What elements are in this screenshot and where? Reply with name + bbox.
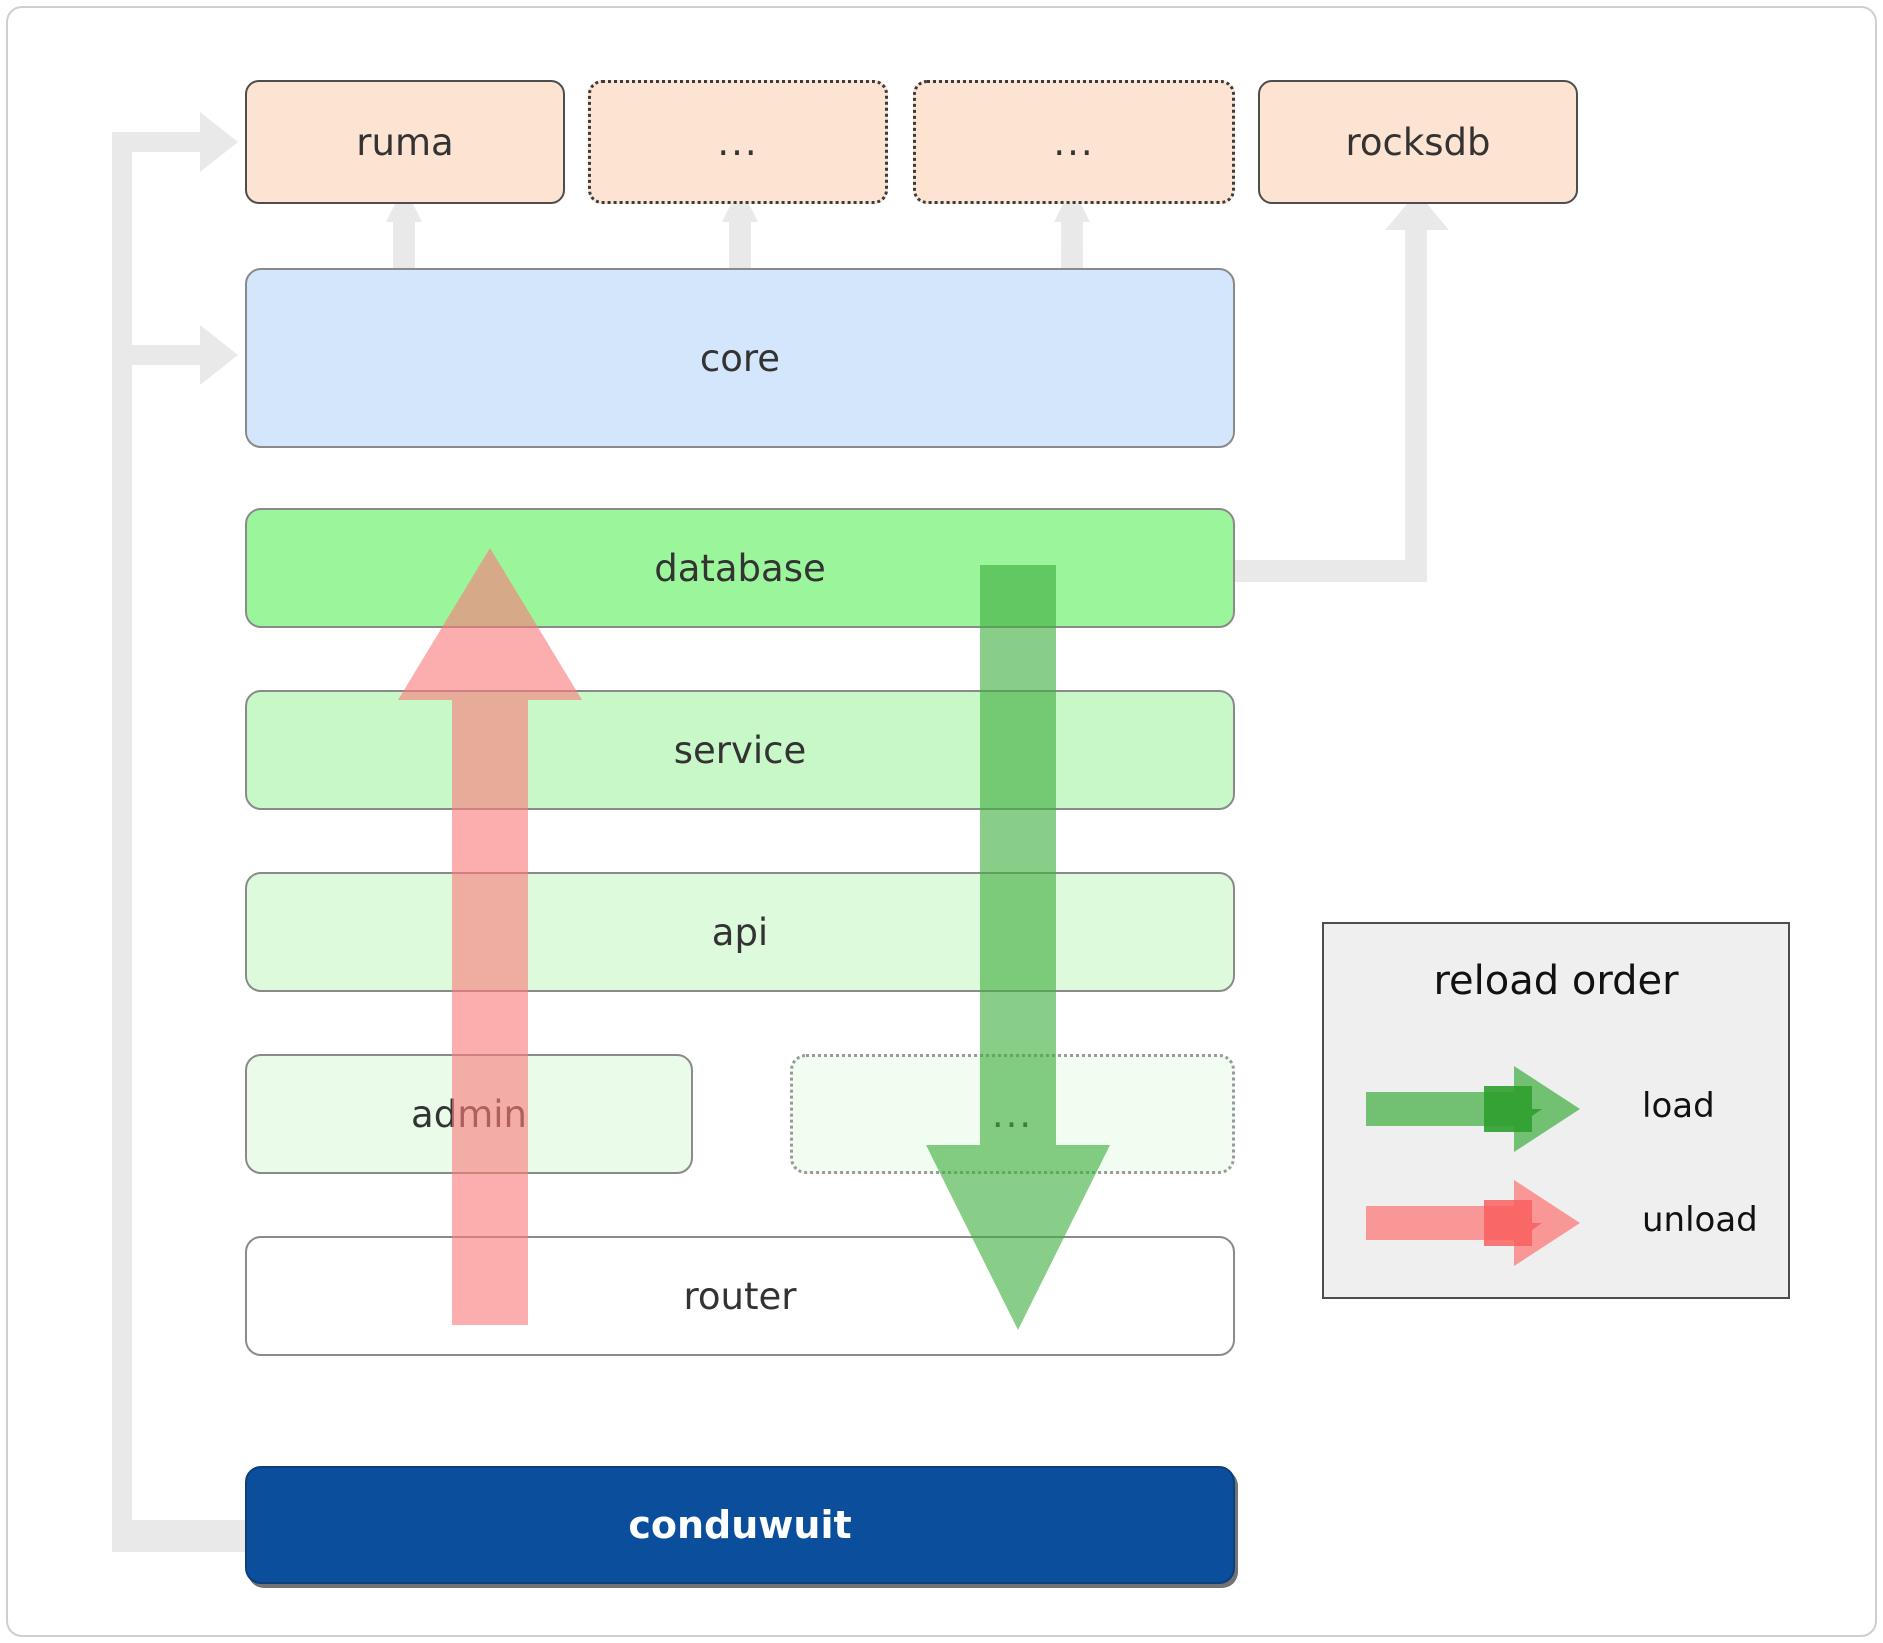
- connector-conduwuit-to-core: [132, 325, 238, 385]
- connector-conduwuit-to-ruma: [112, 112, 238, 1536]
- connector-core-to-dep2-shaft: [729, 210, 751, 282]
- legend-label-load: load: [1642, 1086, 1715, 1126]
- crate-box-api[interactable]: api: [245, 872, 1235, 992]
- connector-core-to-dep3-shaft: [1061, 210, 1083, 282]
- legend-label-unload: unload: [1642, 1200, 1758, 1240]
- crate-box-database[interactable]: database: [245, 508, 1235, 628]
- legend-panel: reload order load unload: [1322, 922, 1790, 1299]
- unload-flow-arrow: [398, 548, 582, 1325]
- connector-conduwuit-stub: [112, 1520, 250, 1552]
- connector-core-to-ruma-shaft: [393, 210, 415, 282]
- load-flow-arrow: [926, 565, 1110, 1330]
- crate-box-core[interactable]: core: [245, 268, 1235, 448]
- connector-database-to-rocksdb: [1230, 192, 1449, 582]
- legend-arrow-unload: [1366, 1180, 1580, 1266]
- crate-box-service[interactable]: service: [245, 690, 1235, 810]
- dependency-box-ellipsis-1[interactable]: ...: [588, 80, 888, 204]
- connector-core-to-ruma: [386, 186, 422, 274]
- dependency-box-ellipsis-2[interactable]: ...: [913, 80, 1235, 204]
- legend-title: reload order: [1433, 958, 1679, 1004]
- legend-arrow-load: [1366, 1066, 1580, 1152]
